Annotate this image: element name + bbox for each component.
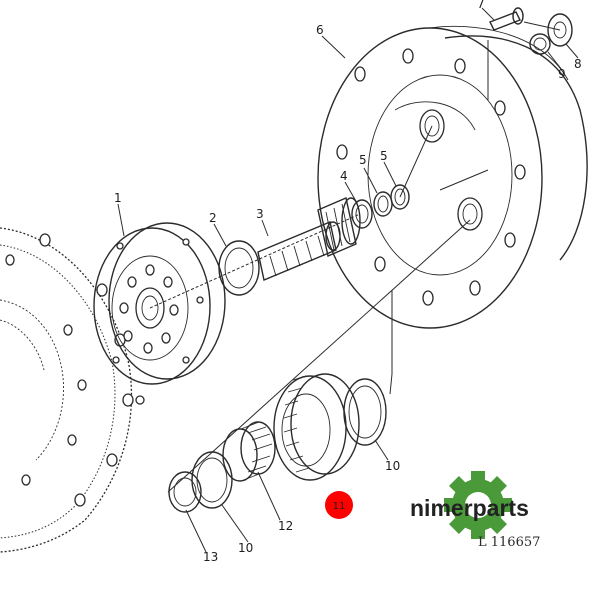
highlight-circle[interactable] (325, 491, 353, 519)
label-part-5a: 5 (359, 153, 367, 167)
reference-code: L 116657 (478, 535, 540, 550)
part-8-fitting (547, 13, 573, 47)
label-part-13: 13 (203, 550, 218, 564)
logo-text: nimerparts (410, 495, 529, 521)
part-2-lock-ring (218, 240, 260, 296)
label-part-1: 1 (114, 191, 122, 205)
part-13-retaining-ring (168, 471, 202, 513)
part-3-splined-shaft (257, 197, 361, 281)
assembly-axis-lines (149, 21, 561, 493)
part-12-needle-bearing (222, 421, 276, 482)
part-1-carrier (93, 222, 226, 385)
label-part-12: 12 (278, 519, 293, 533)
label-part-2: 2 (209, 211, 217, 225)
label-part-7: 7 (477, 0, 485, 11)
part-9-seal (529, 33, 551, 55)
number-leader-lines (117, 7, 579, 553)
part-5-ring-b (390, 184, 410, 210)
part-11-planet-gear (273, 373, 360, 481)
wheel-hub-left (0, 227, 145, 553)
label-part-6: 6 (316, 23, 324, 37)
label-part-3: 3 (256, 207, 264, 221)
part-6-housing (317, 25, 588, 329)
gear-icon (444, 471, 512, 539)
part-4-ring (351, 199, 373, 229)
label-part-4: 4 (340, 169, 348, 183)
part-7-bolt (489, 7, 524, 31)
part-10-snap-ring-upper (343, 378, 387, 446)
label-part-8: 8 (574, 57, 582, 71)
label-part-11[interactable]: 11 (333, 501, 346, 512)
label-part-9: 9 (558, 67, 566, 81)
label-part-10-lower: 10 (238, 541, 253, 555)
label-part-5b: 5 (380, 149, 388, 163)
label-part-10-upper: 10 (385, 459, 400, 473)
part-5-ring-a (373, 191, 393, 217)
highlight-marker-part-11[interactable]: 11 (325, 491, 353, 519)
